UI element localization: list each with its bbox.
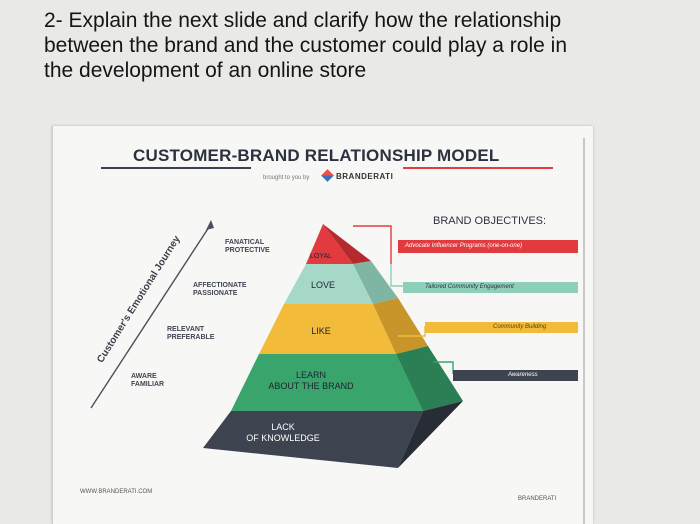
objective-bar-awareness xyxy=(453,370,578,381)
slide-right-border xyxy=(583,138,585,524)
tier-label-learn: LEARN ABOUT THE BRAND xyxy=(268,370,354,391)
tier-like-side xyxy=(373,298,428,354)
level-affectionate: AFFECTIONATE PASSIONATE xyxy=(193,282,247,297)
title-underline-left xyxy=(101,167,251,169)
connector-loyal xyxy=(353,225,392,264)
objective-bar-community xyxy=(425,322,578,333)
objective-label-awareness: Awareness xyxy=(508,372,538,378)
slide-image: CUSTOMER-BRAND RELATIONSHIP MODEL brough… xyxy=(52,126,593,524)
brand-name: BRANDERATI xyxy=(336,172,394,181)
objective-label-tailored: Tailored Community Engagement xyxy=(425,284,514,290)
tier-learn-side xyxy=(396,346,463,411)
level-relevant: RELEVANT PREFERABLE xyxy=(167,326,215,341)
tier-label-lack: LACK OF KNOWLEDGE xyxy=(246,422,320,443)
model-title: CUSTOMER-BRAND RELATIONSHIP MODEL xyxy=(133,146,500,165)
objectives-title: BRAND OBJECTIVES: xyxy=(433,215,547,227)
footer-url: WWW.BRANDERATI.COM xyxy=(80,489,153,495)
tier-lack-side xyxy=(398,401,463,468)
tier-label-love: LOVE xyxy=(310,280,335,290)
brought-by-text: brought to you by xyxy=(263,175,310,181)
footer-brand: BRANDERATI xyxy=(518,496,557,502)
question-line-3: the development of an online store xyxy=(44,59,367,82)
tier-label-loyal: LOYAL xyxy=(309,253,333,260)
tier-love-side xyxy=(353,261,398,304)
tier-loyal xyxy=(306,224,353,264)
tier-lack xyxy=(203,411,423,468)
pyramid-diagram xyxy=(90,138,585,524)
journey-arrow-head xyxy=(206,220,214,230)
connector-love xyxy=(390,264,403,287)
question-line-2: between the brand and the customer could… xyxy=(44,34,568,57)
journey-arrow-line xyxy=(90,223,212,409)
level-aware: AWARE FAMILIAR xyxy=(131,373,165,388)
objective-label-community: Community Building xyxy=(493,324,547,330)
objective-label-advocate: Advocate Influencer Programs (one-on-one… xyxy=(405,243,523,249)
question-text: 2- Explain the next slide and clarify ho… xyxy=(44,8,664,83)
question-line-1: 2- Explain the next slide and clarify ho… xyxy=(44,9,562,32)
objective-bar-advocate xyxy=(398,240,578,253)
level-fanatical: FANATICAL PROTECTIVE xyxy=(225,239,270,254)
tier-learn xyxy=(231,354,423,411)
tier-loyal-side xyxy=(323,224,371,264)
tier-like xyxy=(259,304,396,354)
title-underline-right xyxy=(403,167,553,169)
objective-bar-tailored xyxy=(403,282,578,293)
tier-label-like: LIKE xyxy=(311,326,331,336)
tier-love xyxy=(284,264,373,304)
